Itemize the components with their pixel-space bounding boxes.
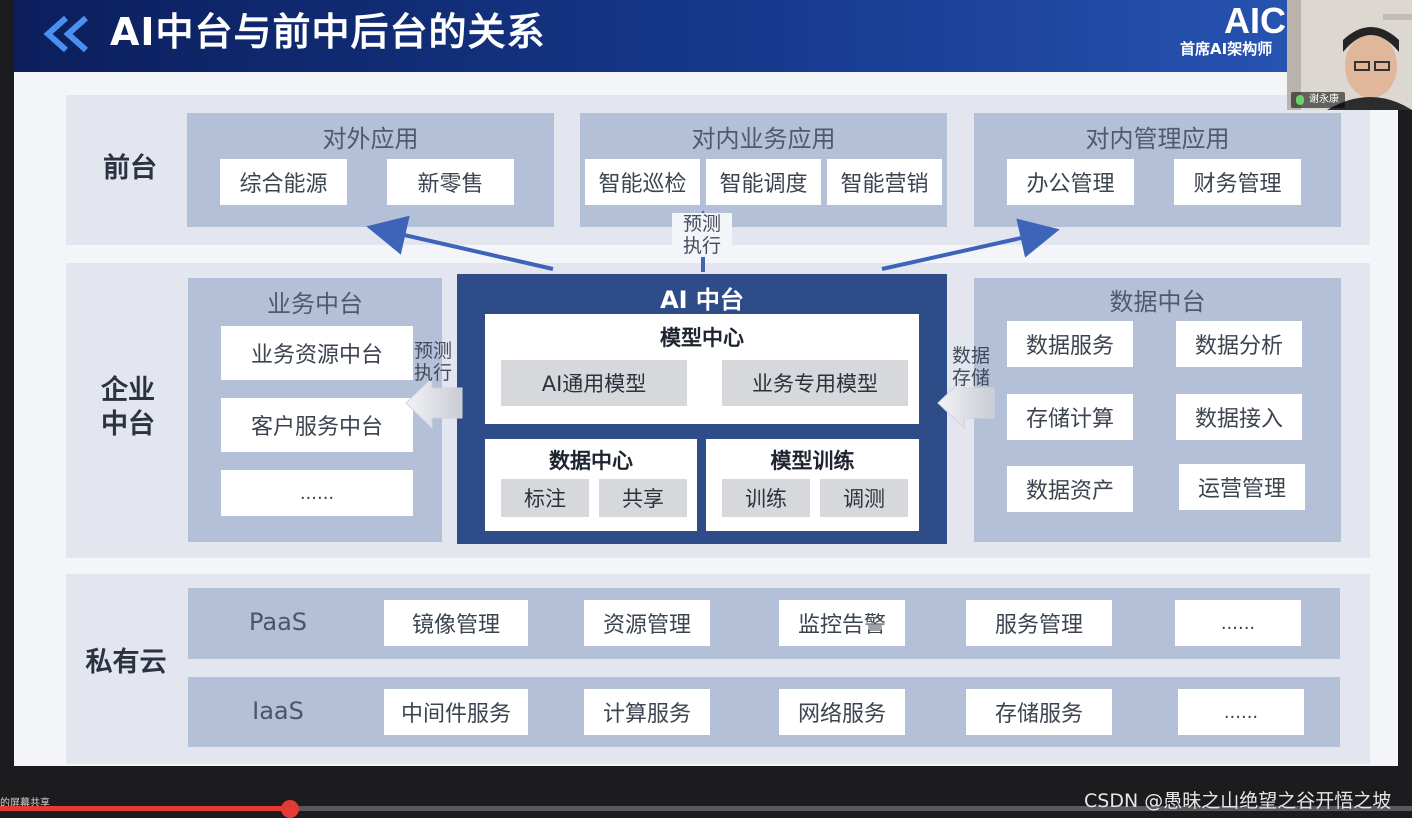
data-box: 数据服务 (1007, 321, 1133, 367)
label-line: 存储 (951, 367, 990, 389)
front-label: 前台 (103, 153, 157, 184)
presenter-name-tag: 谢永康 (1291, 92, 1345, 108)
microphone-icon (1296, 95, 1304, 105)
training-box: 调测 (820, 479, 908, 517)
paas-box: 服务管理 (966, 600, 1112, 646)
data-center-panel: 数据中心 标注 共享 (485, 439, 697, 531)
business-box: 客户服务中台 (221, 398, 413, 452)
slide-header: AI中台与前中后台的关系 AIC 首席AI架构师 (14, 0, 1398, 72)
data-platform-section: 数据中台 数据服务 数据分析 存储计算 数据接入 数据资产 运营管理 (974, 278, 1341, 542)
private-cloud-label: 私有云 (85, 647, 167, 678)
iaas-row: IaaS 中间件服务 计算服务 网络服务 存储服务 ...... (188, 677, 1340, 747)
iaas-box: ...... (1178, 689, 1304, 735)
data-center-title: 数据中心 (549, 449, 633, 473)
data-storage-label: 数据 存储 (944, 345, 998, 389)
training-box: 训练 (722, 479, 810, 517)
webcam-video[interactable]: 谢永康 (1287, 0, 1412, 110)
data-box: 运营管理 (1179, 464, 1305, 510)
label-line: 数据 (951, 345, 990, 367)
data-box: 数据分析 (1176, 321, 1302, 367)
data-center-box: 共享 (599, 479, 687, 517)
predict-execute-label-left: 预测 执行 (406, 340, 460, 384)
ai-platform-title: AI 中台 (660, 286, 744, 314)
app-box: 智能营销 (827, 159, 942, 205)
video-progress-handle[interactable] (281, 800, 299, 818)
model-training-panel: 模型训练 训练 调测 (706, 439, 919, 531)
ai-platform-panel: AI 中台 模型中心 AI通用模型 业务专用模型 数据中心 标注 共享 模型训练… (457, 274, 947, 544)
internal-management-section: 对内管理应用 办公管理 财务管理 (974, 113, 1341, 227)
model-training-title: 模型训练 (770, 449, 855, 473)
paas-label: PaaS (248, 608, 308, 636)
model-center-panel: 模型中心 AI通用模型 业务专用模型 (485, 314, 919, 424)
logo-subtitle: 首席AI架构师 (1180, 40, 1273, 58)
app-box: 智能调度 (706, 159, 821, 205)
business-box: 业务资源中台 (221, 326, 413, 380)
app-box: 新零售 (387, 159, 514, 205)
app-box: 综合能源 (220, 159, 347, 205)
enterprise-label-line: 企业中台 (101, 375, 155, 440)
iaas-label: IaaS (252, 697, 304, 725)
iaas-box: 网络服务 (779, 689, 905, 735)
slide-title: AI中台与前中后台的关系 (110, 10, 546, 54)
data-platform-title: 数据中台 (1109, 288, 1206, 316)
screen-share-label: 的屏幕共享 (0, 798, 50, 809)
data-box: 数据接入 (1176, 394, 1302, 440)
presenter-avatar-icon (1287, 0, 1412, 110)
data-box: 存储计算 (1007, 394, 1133, 440)
paas-box: 资源管理 (584, 600, 710, 646)
iaas-box: 存储服务 (966, 689, 1112, 735)
data-center-box: 标注 (501, 479, 589, 517)
enterprise-label: 企业中台 (88, 374, 168, 442)
label-line: 预测 (413, 340, 452, 362)
internal-business-title: 对内业务应用 (691, 125, 836, 153)
paas-box: ...... (1175, 600, 1301, 646)
paas-box: 监控告警 (779, 600, 905, 646)
business-box: ...... (221, 470, 413, 516)
model-box: AI通用模型 (501, 360, 687, 406)
business-platform-section: 业务中台 业务资源中台 客户服务中台 ...... (188, 278, 442, 542)
paas-row: PaaS 镜像管理 资源管理 监控告警 服务管理 ...... (188, 588, 1340, 659)
paas-box: 镜像管理 (384, 600, 528, 646)
app-box: 办公管理 (1007, 159, 1134, 205)
iaas-box: 中间件服务 (384, 689, 528, 735)
label-line: 执行 (682, 235, 721, 257)
video-progress-track[interactable] (0, 806, 1412, 811)
double-chevron-left-icon (43, 15, 88, 53)
business-platform-title: 业务中台 (267, 290, 363, 318)
data-box: 数据资产 (1007, 466, 1133, 512)
label-line: 预测 (682, 213, 721, 235)
internal-business-section: 对内业务应用 智能巡检 智能调度 智能营销 (580, 113, 947, 227)
logo-text: AIC (1224, 0, 1286, 41)
model-center-title: 模型中心 (660, 326, 744, 350)
app-box: 智能巡检 (585, 159, 700, 205)
internal-management-title: 对内管理应用 (1085, 125, 1230, 153)
external-apps-title: 对外应用 (322, 125, 419, 153)
presenter-name: 谢永康 (1309, 94, 1339, 105)
label-line: 执行 (413, 362, 452, 384)
video-progress-fill (0, 806, 290, 811)
csdn-watermark: CSDN @愚昧之山绝望之谷开悟之坡 (1084, 790, 1392, 812)
predict-execute-label-top: 预测 执行 (672, 213, 732, 257)
external-apps-section: 对外应用 综合能源 新零售 (187, 113, 554, 227)
iaas-box: 计算服务 (584, 689, 710, 735)
app-box: 财务管理 (1174, 159, 1301, 205)
model-box: 业务专用模型 (722, 360, 908, 406)
